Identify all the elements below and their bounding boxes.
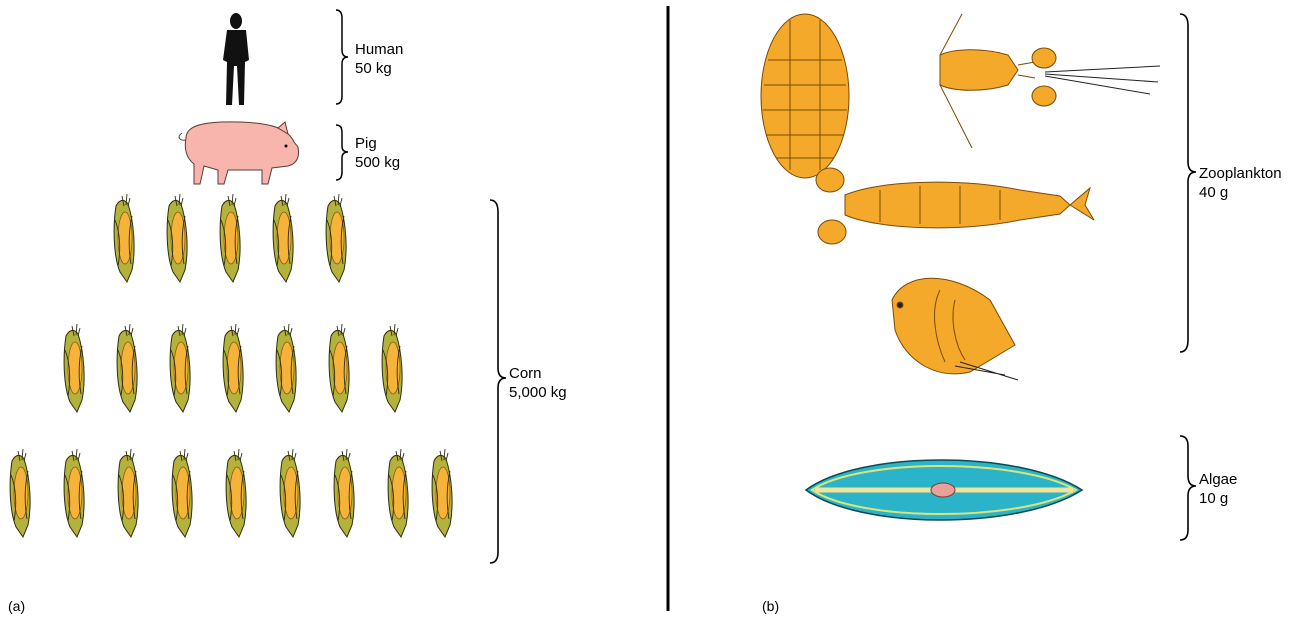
zooplankton-brace bbox=[1180, 14, 1196, 352]
panel-a-label: (a) bbox=[8, 598, 25, 614]
pig-name: Pig bbox=[355, 134, 400, 153]
corn-pyramid bbox=[10, 194, 452, 537]
pig-mass: 500 kg bbox=[355, 153, 400, 172]
pig-icon bbox=[179, 122, 298, 184]
diatom-icon bbox=[806, 460, 1082, 520]
pig-label: Pig 500 kg bbox=[355, 134, 400, 172]
human-icon bbox=[223, 13, 249, 105]
panel-b-label: (b) bbox=[762, 598, 779, 614]
algae-name: Algae bbox=[1199, 470, 1237, 489]
corn-label: Corn 5,000 kg bbox=[509, 364, 567, 402]
human-name: Human bbox=[355, 40, 403, 59]
human-label: Human 50 kg bbox=[355, 40, 403, 78]
human-mass: 50 kg bbox=[355, 59, 403, 78]
human-brace bbox=[336, 10, 348, 104]
corn-brace bbox=[490, 200, 506, 563]
algae-label: Algae 10 g bbox=[1199, 470, 1237, 508]
zooplankton-name: Zooplankton bbox=[1199, 164, 1282, 183]
zooplankton-mass: 40 g bbox=[1199, 183, 1282, 202]
zooplankton-label: Zooplankton 40 g bbox=[1199, 164, 1282, 202]
algae-brace bbox=[1180, 436, 1196, 540]
corn-name: Corn bbox=[509, 364, 567, 383]
pig-brace bbox=[336, 125, 348, 180]
corn-mass: 5,000 kg bbox=[509, 383, 567, 402]
algae-mass: 10 g bbox=[1199, 489, 1237, 508]
zooplankton-icons bbox=[761, 14, 1160, 380]
